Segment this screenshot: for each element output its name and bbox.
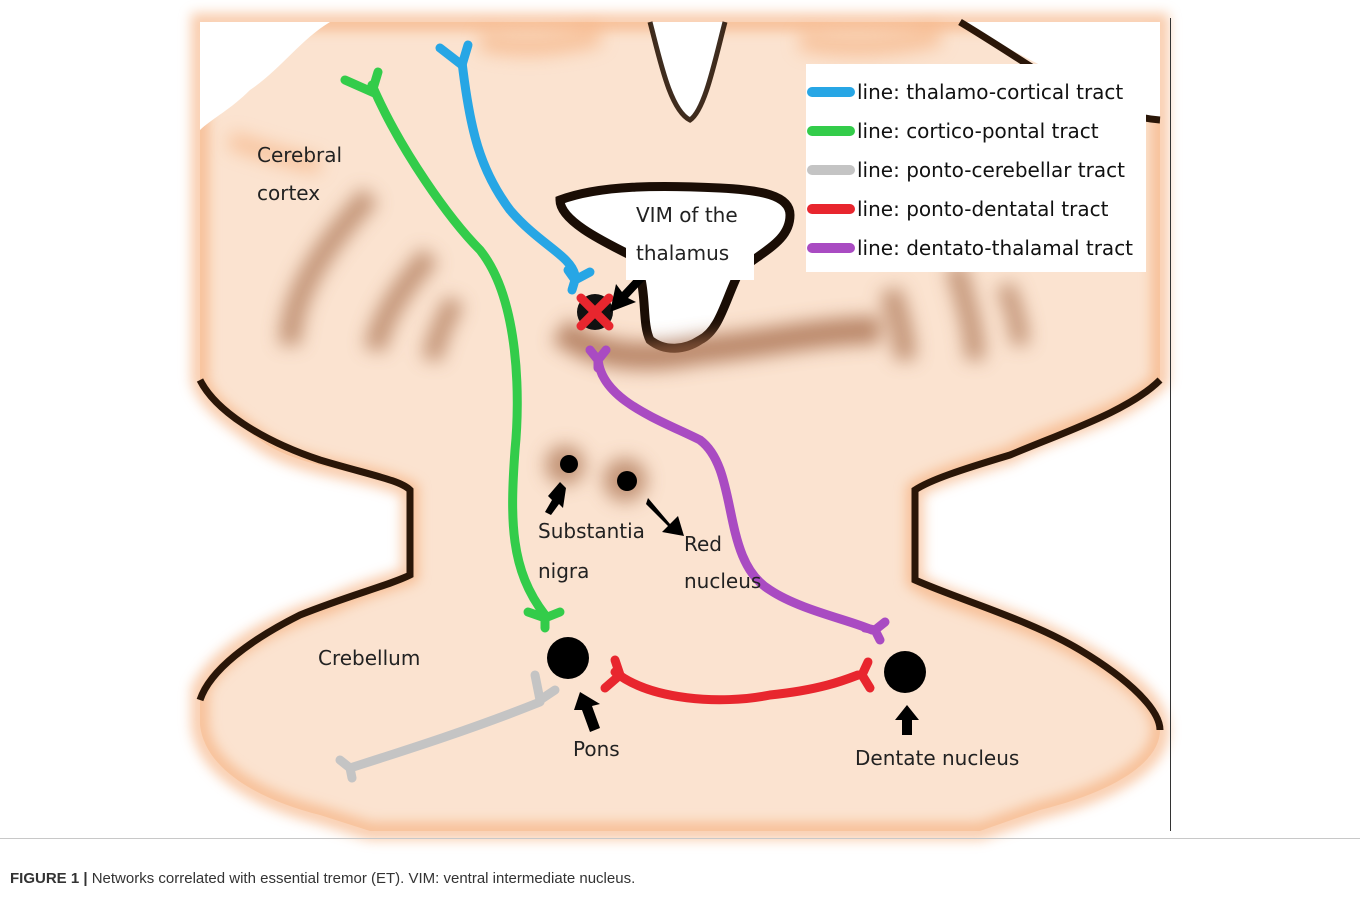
legend-item-label: line: thalamo-cortical tract xyxy=(857,80,1123,104)
cerebellum-label: Crebellum xyxy=(318,646,420,670)
caption-divider xyxy=(0,838,1360,839)
red-nucleus-label-line2: nucleus xyxy=(684,569,761,593)
cerebral-cortex-label-line1: Cerebral xyxy=(257,143,342,167)
dentate-nucleus-dot xyxy=(884,651,926,693)
substantia-nigra-label-line2: nigra xyxy=(538,559,589,583)
caption-label: FIGURE 1 | xyxy=(10,870,88,887)
vim-label-line2: thalamus xyxy=(636,241,729,265)
legend-item-label: line: cortico-pontal tract xyxy=(857,119,1099,143)
caption-text: Networks correlated with essential tremo… xyxy=(88,870,636,887)
figure-caption: FIGURE 1 | Networks correlated with esse… xyxy=(10,870,635,887)
vim-label-line1: VIM of the xyxy=(636,203,738,227)
legend: line: thalamo-cortical tract line: cortic… xyxy=(806,64,1146,272)
legend-item-label: line: dentato-thalamal tract xyxy=(857,236,1133,260)
substantia-nigra-dot xyxy=(560,455,578,473)
cerebral-cortex-label-line2: cortex xyxy=(257,181,320,205)
frame-divider xyxy=(1170,18,1171,831)
pons-label: Pons xyxy=(573,737,620,761)
legend-item-label: line: ponto-dentatal tract xyxy=(857,197,1109,221)
red-nucleus-dot xyxy=(617,471,637,491)
substantia-nigra-label-line1: Substantia xyxy=(538,519,645,543)
red-nucleus-label-line1: Red xyxy=(684,532,722,556)
pons-dot xyxy=(547,637,589,679)
legend-item-label: line: ponto-cerebellar tract xyxy=(857,158,1125,182)
vim-lesion-marker xyxy=(577,294,613,330)
dentate-nucleus-label: Dentate nucleus xyxy=(855,746,1019,770)
